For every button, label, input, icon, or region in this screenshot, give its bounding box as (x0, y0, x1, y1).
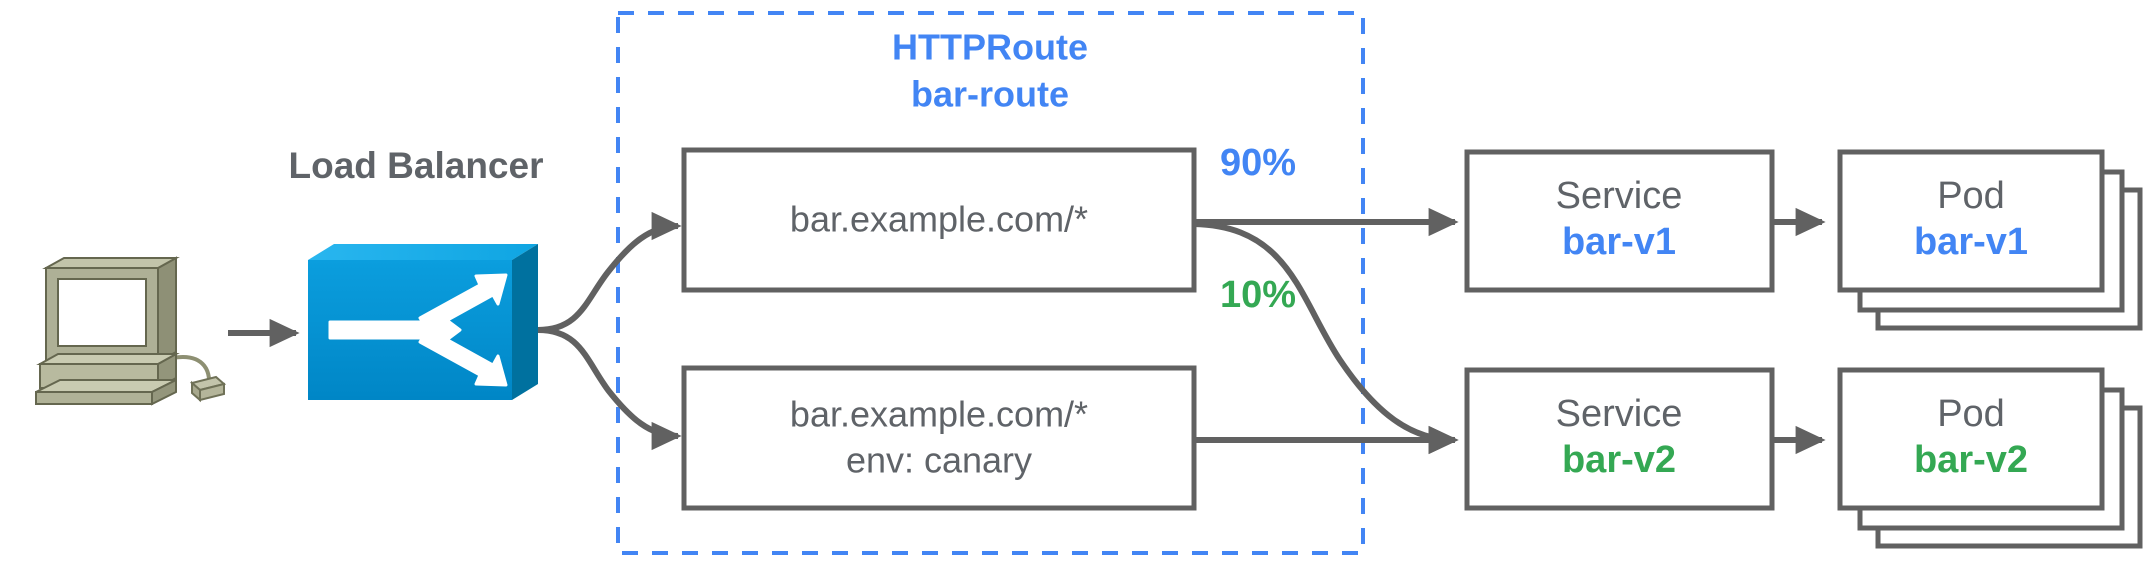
httproute-kind-label: HTTPRoute (892, 27, 1088, 68)
pod-bar-v2-kind: Pod (1937, 393, 2005, 435)
weight-label-90: 90% (1220, 142, 1296, 184)
httproute-boundary (616, 11, 1365, 555)
service-bar-v2-kind: Service (1556, 393, 1683, 435)
httproute-rule-primary[interactable]: bar.example.com/* (681, 147, 1197, 293)
rule-primary-match: bar.example.com/* (790, 199, 1088, 240)
service-bar-v1-kind: Service (1556, 175, 1683, 217)
service-bar-v1-name: bar-v1 (1562, 221, 1676, 263)
pod-bar-v2-stack[interactable]: Pod bar-v2 (1837, 367, 2143, 549)
service-bar-v1[interactable]: Service bar-v1 (1464, 149, 1775, 293)
arrow-loadbalancer-to-rule-primary (537, 211, 682, 333)
pod-bar-v1-kind: Pod (1937, 175, 2005, 217)
pod-bar-v1-name: bar-v1 (1914, 221, 2028, 263)
weight-label-10: 10% (1220, 274, 1296, 316)
service-bar-v2-name: bar-v2 (1562, 439, 1676, 481)
pod-bar-v2-name: bar-v2 (1914, 439, 2028, 481)
load-balancer-label: Load Balancer (289, 145, 544, 186)
arrow-rule-primary-to-service-bar-v2 (1193, 221, 1459, 455)
service-bar-v2[interactable]: Service bar-v2 (1464, 367, 1775, 511)
httproute-name-label: bar-route (911, 74, 1069, 115)
rule-canary-header: env: canary (846, 440, 1032, 481)
desktop-computer-icon (35, 256, 227, 406)
pod-bar-v1-stack[interactable]: Pod bar-v1 (1837, 149, 2143, 331)
httproute-rule-canary[interactable]: bar.example.com/* env: canary (681, 365, 1197, 511)
arrow-loadbalancer-to-rule-canary (537, 327, 682, 451)
rule-canary-match: bar.example.com/* (790, 394, 1088, 435)
load-balancer-icon (308, 244, 538, 400)
